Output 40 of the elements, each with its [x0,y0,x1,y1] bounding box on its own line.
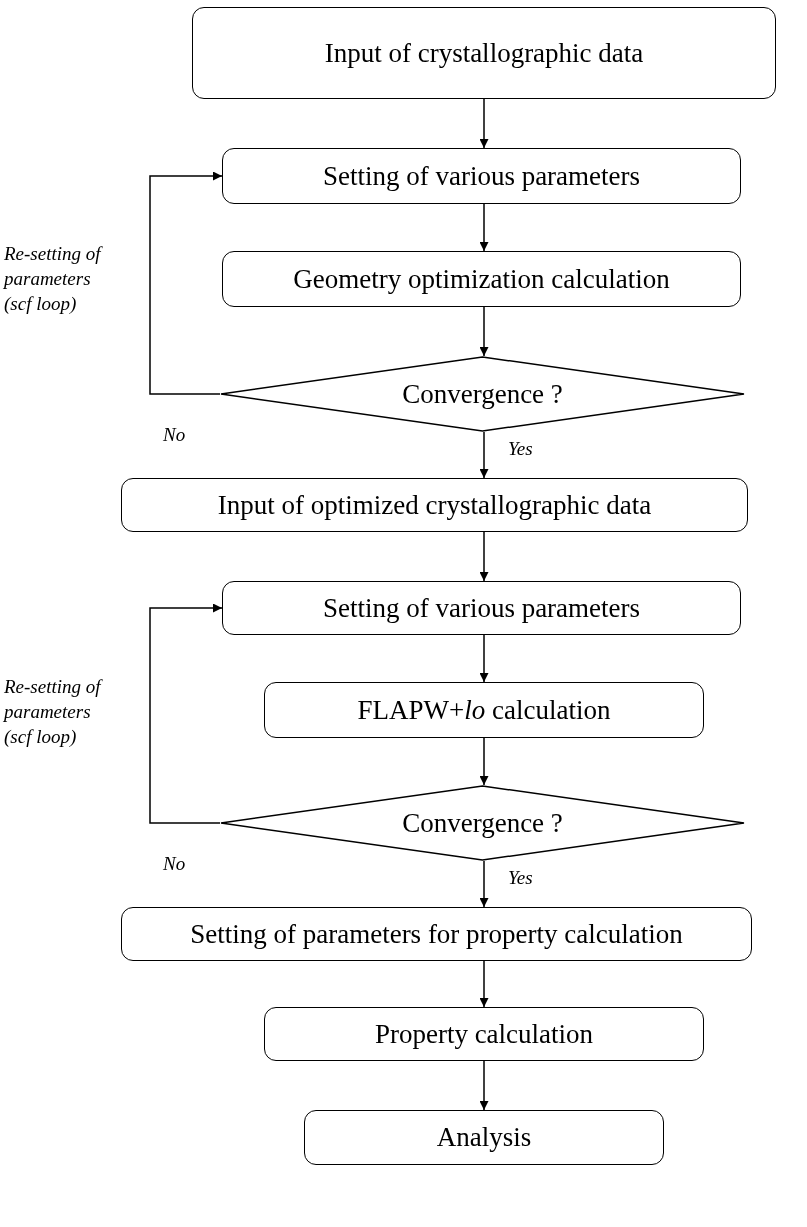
node-text: Property calculation [374,1018,594,1050]
node-text: Convergence ? [402,807,563,839]
loop-note: Re-setting of parameters (scf loop) [4,242,104,316]
node-text: FLAPW+lo calculation [357,694,611,726]
process-box [121,907,752,961]
node-text: Input of crystallographic data [324,37,644,69]
arrow [479,737,489,786]
process-box [222,251,741,307]
process-box [121,478,748,532]
decision-diamond [220,356,745,432]
arrow [479,1060,489,1111]
node-text: Setting of various parameters [322,160,641,192]
arrow [479,98,489,149]
arrow [149,603,223,824]
edge-label: Yes [508,437,533,461]
arrow [479,203,489,252]
process-box [264,1007,704,1061]
process-box [192,7,776,99]
arrow [479,431,489,479]
edge-label: No [163,423,186,447]
edge-label: No [163,852,186,876]
process-box [264,682,704,738]
arrow [479,531,489,582]
node-text: Setting of various parameters [322,592,641,624]
arrow [479,860,489,908]
decision-diamond [220,785,745,861]
node-text: Convergence ? [402,378,563,410]
arrow [479,306,489,357]
node-text: Geometry optimization calculation [293,263,670,295]
loop-note: Re-setting of parameters (scf loop) [4,675,104,749]
node-text: Setting of parameters for property calculation [190,918,683,950]
arrow [479,634,489,683]
process-box [304,1110,664,1165]
arrow [479,960,489,1008]
process-box [222,581,741,635]
process-box [222,148,741,204]
edge-label: Yes [508,866,533,890]
node-text: Input of optimized crystallographic data [217,489,652,521]
node-text: Analysis [436,1122,532,1153]
arrow [149,171,223,395]
